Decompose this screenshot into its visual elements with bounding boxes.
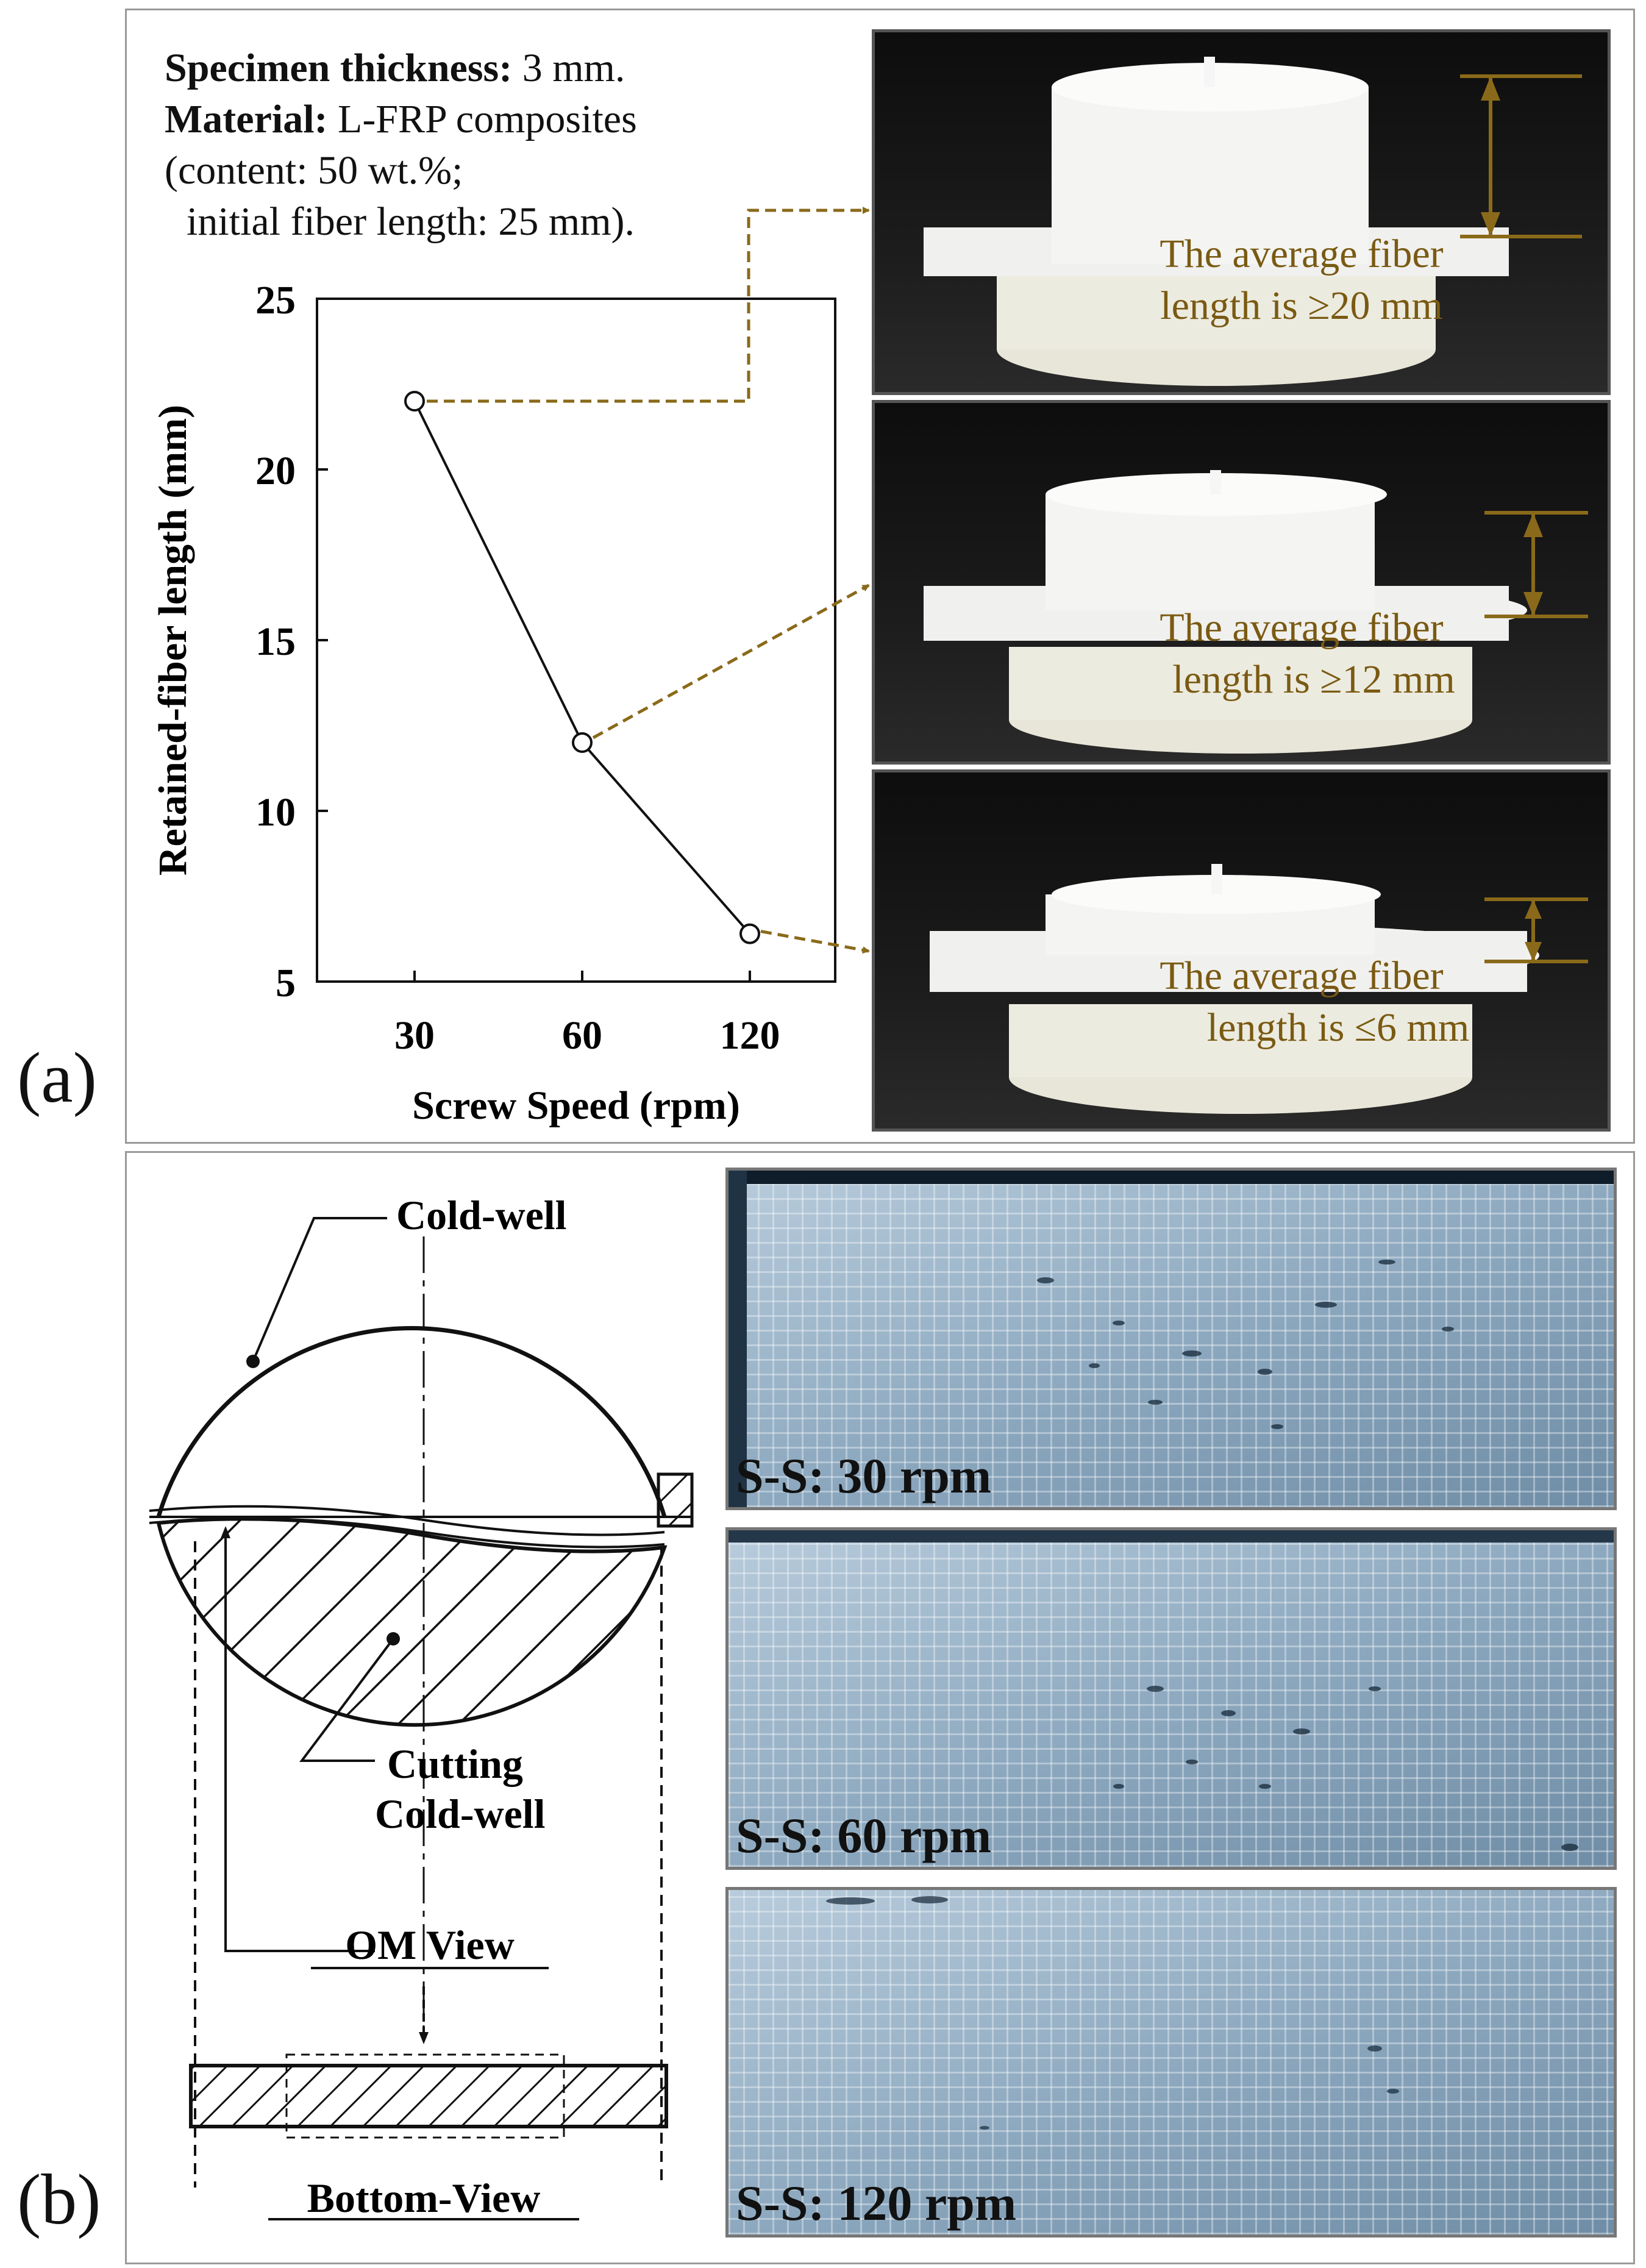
specimen-photo-60rpm: The average fiber length is ≥12 mm bbox=[872, 400, 1611, 765]
x-tick-label: 60 bbox=[562, 1013, 602, 1058]
connector-60rpm bbox=[592, 583, 870, 740]
x-tick-label: 30 bbox=[394, 1013, 435, 1058]
material-value: L-FRP composites bbox=[327, 97, 637, 141]
photo-3-line2: length is ≤6 mm bbox=[1207, 1005, 1469, 1050]
data-point-30rpm bbox=[404, 391, 425, 412]
connector-120rpm bbox=[760, 930, 870, 954]
fiber-length-line: initial fiber length: 25 mm). bbox=[187, 199, 635, 244]
panel-a-frame bbox=[125, 9, 1635, 1144]
micrograph-60rpm-label: S-S: 60 rpm bbox=[736, 1808, 992, 1863]
plot-area bbox=[316, 298, 836, 983]
photo-2-line2: length is ≥12 mm bbox=[1172, 657, 1455, 702]
specimen-photo-30rpm: The average fiber length is ≥20 mm bbox=[872, 29, 1611, 395]
x-tick-label: 120 bbox=[720, 1013, 780, 1058]
bottom-view-label: Bottom-View bbox=[307, 2175, 541, 2221]
y-tick-label: 10 bbox=[255, 790, 296, 835]
panel-b-frame bbox=[125, 1151, 1635, 2264]
micrograph-120rpm: S-S: 120 rpm bbox=[725, 1887, 1617, 2238]
data-points bbox=[404, 391, 760, 944]
y-tick-label: 5 bbox=[276, 961, 296, 1005]
connector-30rpm bbox=[427, 207, 870, 403]
connector-arrows bbox=[427, 207, 870, 954]
y-tick-label: 20 bbox=[255, 449, 296, 493]
content-line: (content: 50 wt.%; bbox=[165, 148, 463, 193]
micrograph-30rpm: S-S: 30 rpm bbox=[725, 1168, 1617, 1510]
panel-a-label: (a) bbox=[17, 1038, 97, 1118]
cold-well-diagram: Cold-well Cutting Cold-well OM View Bott… bbox=[149, 1192, 694, 2221]
data-point-120rpm bbox=[739, 923, 760, 944]
y-tick-label: 25 bbox=[255, 278, 296, 323]
om-view-label: OM View bbox=[345, 1922, 515, 1968]
micrograph-30rpm-label: S-S: 30 rpm bbox=[736, 1448, 992, 1503]
series-line bbox=[413, 401, 751, 935]
x-axis-label: Screw Speed (rpm) bbox=[412, 1083, 740, 1128]
x-axis: 30 60 120 bbox=[394, 971, 780, 1058]
cold-well-label: Cold-well bbox=[396, 1192, 567, 1238]
thickness-value: 3 mm. bbox=[512, 46, 625, 90]
specimen-photo-120rpm: The average fiber length is ≤6 mm bbox=[872, 769, 1611, 1132]
micrograph-120rpm-label: S-S: 120 rpm bbox=[736, 2175, 1017, 2231]
y-tick-label: 15 bbox=[255, 619, 296, 664]
cutting-cold-well-label: Cold-well bbox=[375, 1791, 546, 1837]
cutting-label: Cutting bbox=[387, 1741, 523, 1787]
y-axis: 5 10 15 20 25 bbox=[255, 278, 328, 1005]
thickness-label: Specimen thickness: bbox=[165, 46, 513, 90]
micrograph-60rpm: S-S: 60 rpm bbox=[725, 1527, 1617, 1870]
material-label: Material: bbox=[165, 97, 328, 141]
photo-1-line2: length is ≥20 mm bbox=[1160, 284, 1442, 328]
photo-1-line1: The average fiber bbox=[1160, 232, 1443, 276]
data-point-60rpm bbox=[572, 732, 593, 753]
specimen-info: Specimen thickness: 3 mm. Material: L-FR… bbox=[165, 43, 637, 248]
photo-2-line1: The average fiber bbox=[1160, 605, 1443, 650]
panel-b-label: (b) bbox=[17, 2159, 101, 2239]
retained-fiber-chart: 5 10 15 20 25 30 60 120 Retained-fiber length … bbox=[151, 207, 870, 1128]
photo-3-line1: The average fiber bbox=[1160, 954, 1443, 998]
y-axis-label: Retained-fiber length (mm) bbox=[151, 405, 195, 875]
